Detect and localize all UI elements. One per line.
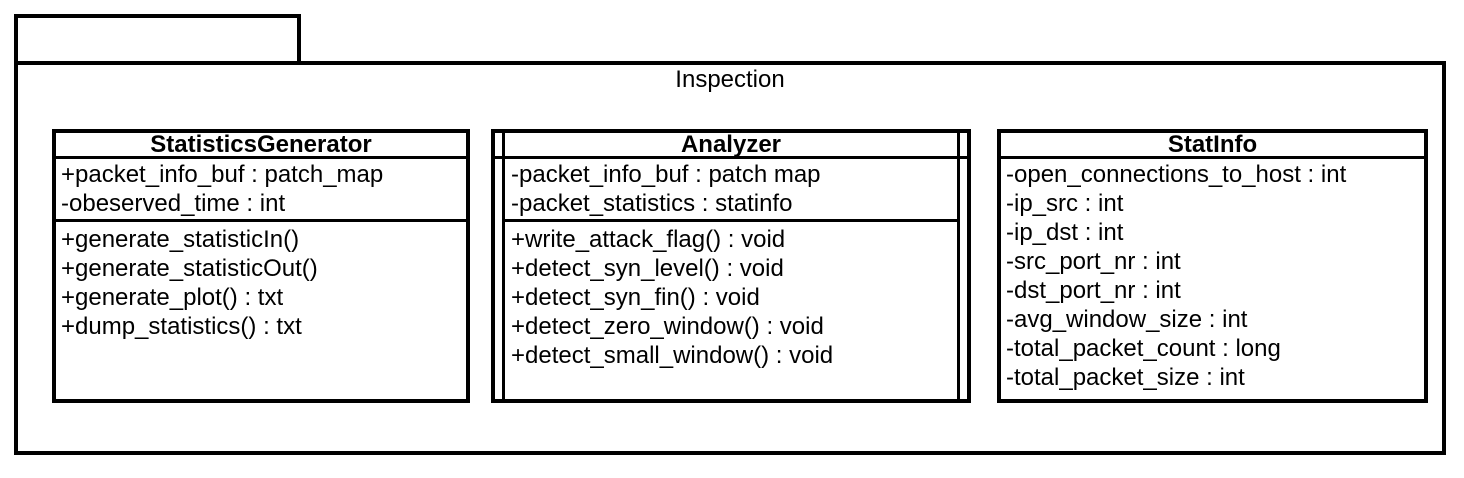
- method: +generate_statisticOut(): [61, 255, 318, 282]
- package-tab: [14, 14, 301, 65]
- class-statistics-generator: StatisticsGenerator +packet_info_buf : p…: [52, 129, 470, 403]
- class-statinfo: StatInfo -open_connections_to_host : int…: [997, 129, 1428, 403]
- method: +write_attack_flag() : void: [511, 226, 786, 253]
- package-title: Inspection: [675, 66, 785, 93]
- class-name: Analyzer: [495, 133, 967, 159]
- methods-compartment: +generate_statisticIn() +generate_statis…: [56, 222, 466, 399]
- attribute: -obeserved_time : int: [61, 190, 286, 217]
- class-analyzer: Analyzer -packet_info_buf : patch map -p…: [491, 129, 971, 403]
- attribute: -dst_port_nr : int: [1006, 277, 1181, 304]
- attributes-compartment: +packet_info_buf : patch_map -obeserved_…: [56, 159, 466, 222]
- attribute: -open_connections_to_host : int: [1006, 161, 1347, 188]
- method: +generate_plot() : txt: [61, 284, 284, 311]
- attribute: -total_packet_count : long: [1006, 335, 1281, 362]
- class-name: StatInfo: [1001, 133, 1424, 159]
- active-class-rail-right: [957, 133, 960, 399]
- class-name: StatisticsGenerator: [56, 133, 466, 159]
- attribute: -avg_window_size : int: [1006, 306, 1248, 333]
- active-class-rail-left: [502, 133, 505, 399]
- method: +generate_statisticIn(): [61, 226, 300, 253]
- attribute: -ip_src : int: [1006, 190, 1124, 217]
- attribute: -packet_info_buf : patch map: [511, 161, 821, 188]
- attribute: +packet_info_buf : patch_map: [61, 161, 384, 188]
- attribute: -packet_statistics : statinfo: [511, 190, 793, 217]
- attribute: -ip_dst : int: [1006, 219, 1124, 246]
- attributes-compartment: -open_connections_to_host : int -ip_src …: [1001, 159, 1424, 399]
- method: +detect_small_window() : void: [511, 342, 834, 369]
- attribute: -total_packet_size : int: [1006, 364, 1245, 391]
- method: +detect_syn_fin() : void: [511, 284, 760, 311]
- method: +detect_zero_window() : void: [511, 313, 824, 340]
- attribute: -src_port_nr : int: [1006, 248, 1181, 275]
- methods-compartment: +write_attack_flag() : void +detect_syn_…: [505, 222, 957, 399]
- method: +detect_syn_level() : void: [511, 255, 784, 282]
- method: +dump_statistics() : txt: [61, 313, 302, 340]
- attributes-compartment: -packet_info_buf : patch map -packet_sta…: [505, 159, 957, 222]
